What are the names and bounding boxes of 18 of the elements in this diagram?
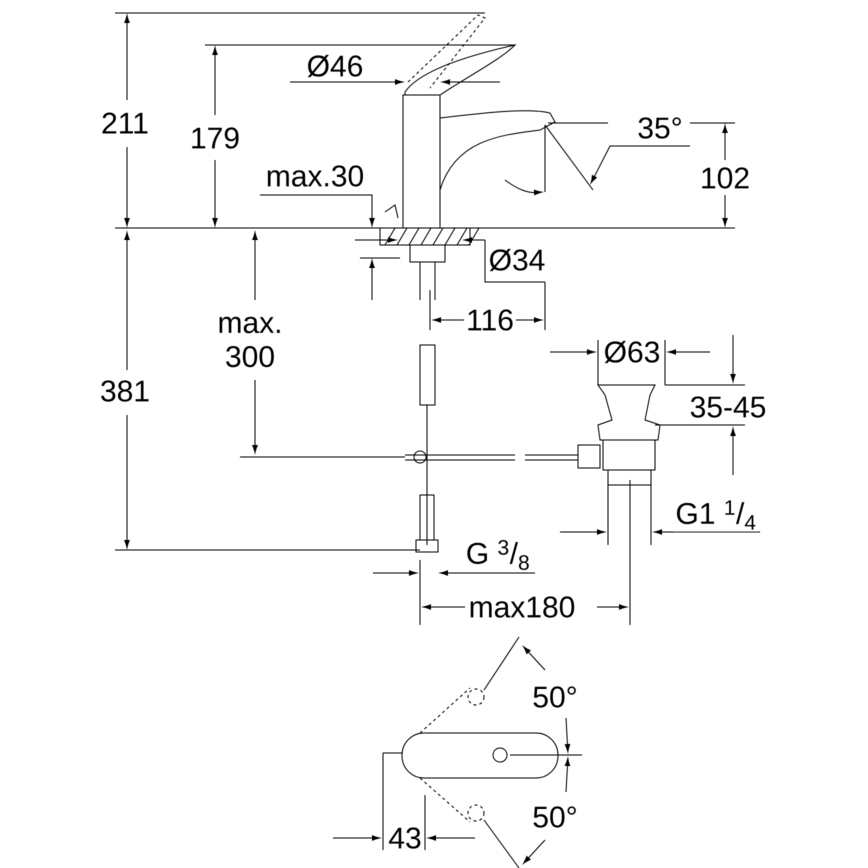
dimension-label: max180 — [466, 594, 578, 620]
dimension-label: 211 — [99, 110, 151, 136]
dimension-label: max. 300 — [208, 314, 292, 370]
dimension-label: 50° — [530, 684, 580, 710]
dimension-label: Ø34 — [486, 246, 548, 274]
dimension-label: max.30 — [264, 163, 366, 189]
dimension-label: Ø46 — [304, 52, 366, 80]
dimension-label: 381 — [98, 378, 152, 404]
dimension-label: 35° — [635, 115, 685, 141]
dimension-label: 116 — [464, 307, 516, 333]
dimension-label: Ø63 — [602, 338, 662, 366]
dimension-label: G1 $^{1}$/$_{4}$ — [673, 498, 759, 532]
dimension-label: 35-45 — [688, 394, 768, 420]
dimension-label: 50° — [530, 804, 580, 830]
dimension-label: G $^{3}$/$_{8}$ — [464, 538, 532, 572]
dimension-label: 102 — [698, 165, 752, 191]
dimension-label: 43 — [386, 825, 424, 851]
dimension-label: 179 — [188, 125, 242, 151]
